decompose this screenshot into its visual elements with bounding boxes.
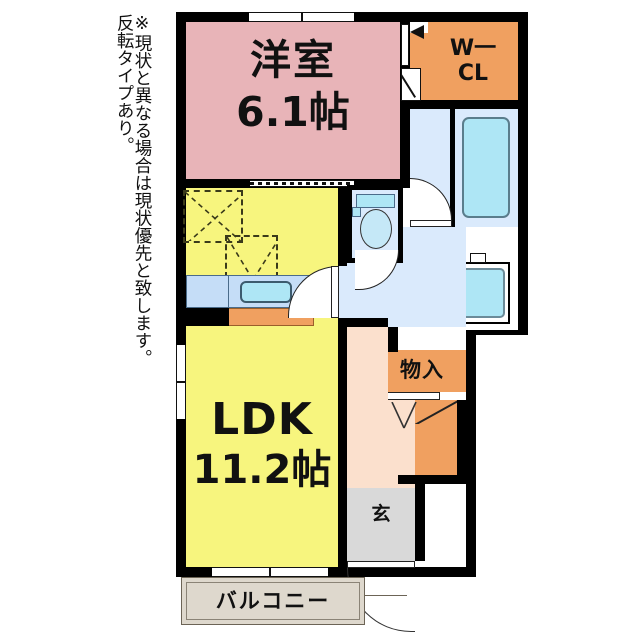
bathtub	[462, 117, 510, 218]
room-bedroom	[186, 22, 400, 179]
laundry-faucet	[470, 253, 486, 263]
bedroom-label-size: 6.1帖	[236, 88, 350, 136]
balcony-rail-right	[365, 595, 407, 597]
wall-wcl-bottom	[410, 100, 528, 109]
room-hall-top	[347, 327, 388, 402]
wall-left	[176, 12, 186, 577]
balcony-label: バルコニー	[215, 589, 331, 613]
disclaimer-note: ※現状と異なる場合は現状優先と致します。 反転タイプあり。	[114, 14, 152, 367]
wall-entrance-right	[415, 484, 425, 561]
wall-kitchen-stub	[186, 308, 229, 326]
wall-ldk-right-lower	[338, 318, 347, 567]
wall-shoe-closet-right	[457, 400, 466, 480]
wall-ldk-right-stub	[338, 318, 388, 327]
door-ldk-panel	[331, 266, 339, 318]
room-hall	[347, 400, 415, 488]
door-entry-panel	[347, 561, 415, 568]
wall-bath-left	[450, 109, 455, 227]
window-bedroom-top-mullion	[301, 12, 303, 22]
walk-in-closet-label-line1: W一	[449, 36, 497, 61]
ldk-label-size: 11.2帖	[192, 447, 332, 493]
storage-label: 物入	[400, 358, 444, 382]
wall-ldk-right-upper	[338, 188, 347, 266]
wall-right-lower	[466, 325, 476, 577]
door-hall-closet-arrow	[391, 402, 417, 430]
room-balcony	[181, 577, 365, 625]
wall-shoe-closet-bottom	[398, 475, 466, 484]
door-wcl-upper-arrow	[410, 25, 424, 39]
door-bath-panel	[410, 220, 452, 227]
wall-hall-right-upper	[388, 327, 398, 352]
ldk-label-name: LDK	[211, 394, 313, 445]
kitchen-counter-divider	[228, 275, 230, 308]
wall-right	[518, 12, 528, 332]
toilet-bowl	[360, 209, 392, 249]
room-entrance	[347, 488, 415, 561]
door-wcl-upper	[401, 24, 409, 66]
window-bedroom-bottom-dots	[250, 182, 354, 185]
toilet-lever	[352, 207, 361, 217]
room-corridor3	[403, 263, 466, 327]
range-hood-icon	[225, 235, 278, 278]
entrance-label: 玄	[371, 503, 391, 525]
door-wcl-lower	[401, 68, 421, 101]
shoe-closet-diagonal	[415, 400, 457, 424]
balcony-inner-line	[186, 582, 360, 620]
window-ldk-balcony-mullion	[269, 567, 271, 577]
wall-right-step	[466, 325, 528, 335]
room-walk-in-closet	[428, 22, 518, 100]
toilet-tank	[356, 194, 395, 208]
kitchen-sink	[240, 281, 292, 303]
window-ldk-left-mullion	[176, 381, 186, 383]
bedroom-label-name: 洋室	[250, 36, 336, 84]
walk-in-closet-label-line2: CL	[457, 61, 489, 86]
room-storage	[378, 350, 466, 392]
